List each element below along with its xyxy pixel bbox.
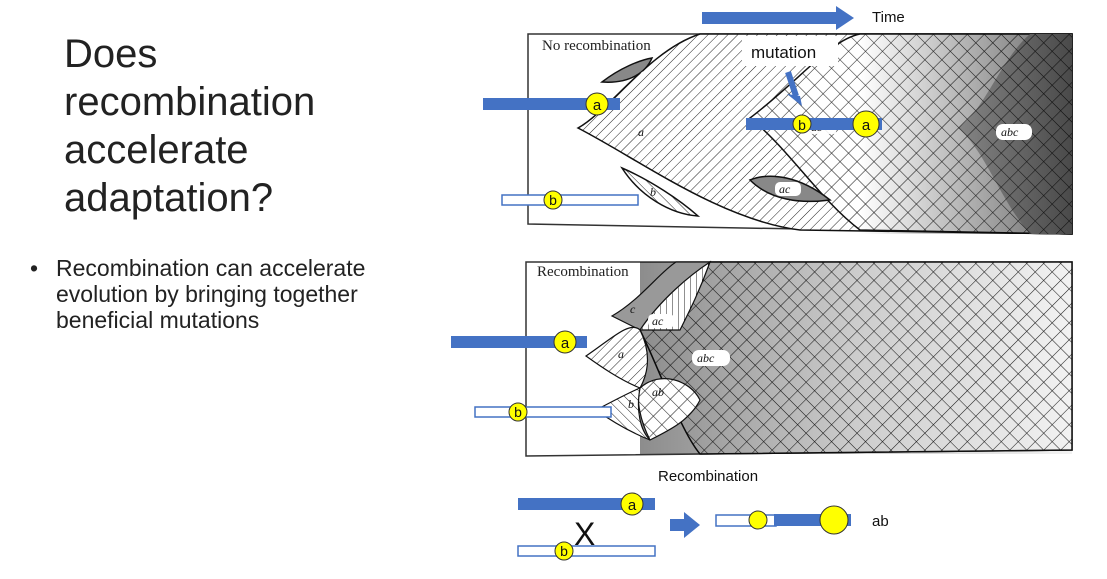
genotype-label-ac-bottom: ac: [652, 314, 664, 328]
top-panel: No recombination c a b ab ac abc: [527, 33, 1073, 235]
mutation-callout: mutation: [742, 36, 838, 106]
recombinant-chromosome-ab: [715, 505, 851, 535]
bottom-chromosome-a: a: [451, 330, 587, 354]
allele-a-label-3: a: [561, 335, 570, 352]
allele-a-label: a: [593, 97, 602, 114]
time-arrow: [702, 6, 854, 30]
bullet-dot: •: [30, 255, 39, 281]
bottom-panel: Recombination c ac a abc ab b: [525, 260, 1073, 457]
lineage-ab-bottom: [637, 378, 701, 441]
bottom-panel-title: Recombination: [537, 264, 629, 280]
allele-a-label-4: a: [628, 497, 637, 514]
top-chromosome-a: a: [483, 92, 620, 116]
lineage-ac-bottom: [638, 260, 712, 331]
allele-b-label-3: b: [514, 404, 522, 420]
bullet-point: • Recombination can accelerate evolution…: [30, 255, 370, 333]
genotype-label-abc-bottom: abc: [697, 351, 715, 365]
crossover-symbol: X: [574, 516, 595, 552]
genotype-label-a-bottom: a: [618, 347, 624, 361]
parent-chromosome-a: a: [518, 492, 655, 516]
lineage-b-bottom: [594, 387, 651, 441]
top-chromosome-ab: b a: [746, 110, 882, 138]
parent-chromosome-b: b: [517, 541, 656, 561]
top-panel-title: No recombination: [542, 38, 651, 54]
slide-title: Does recombination accelerate adaptation…: [64, 32, 316, 220]
genotype-label-ab-bottom: ab: [652, 385, 664, 399]
bottom-chromosome-b: b: [474, 402, 612, 422]
genotype-label-abc: abc: [1001, 125, 1019, 139]
genotype-label-b: b: [650, 185, 656, 199]
lineage-a-bottom: [584, 326, 649, 389]
allele-b-label-2: b: [798, 117, 806, 133]
recombination-arrow: [670, 512, 700, 538]
bullet-text: Recombination can accelerate evolution b…: [56, 255, 366, 333]
allele-b-label-4: b: [560, 543, 568, 559]
genotype-label-ac: ac: [779, 182, 791, 196]
mutation-label: mutation: [751, 43, 816, 62]
allele-a-label-2: a: [862, 117, 871, 134]
top-chromosome-b: b: [501, 190, 639, 210]
time-label: Time: [872, 9, 905, 26]
genotype-label-c-bottom: c: [630, 302, 636, 316]
result-label: ab: [872, 513, 889, 530]
lineage-c: [599, 57, 654, 83]
genotype-label-c: c: [640, 66, 646, 80]
allele-b-label: b: [549, 192, 557, 208]
recombination-label: Recombination: [658, 468, 758, 485]
lineage-b: [620, 166, 701, 217]
genotype-label-a: a: [638, 125, 644, 139]
genotype-label-b-bottom: b: [628, 397, 634, 411]
